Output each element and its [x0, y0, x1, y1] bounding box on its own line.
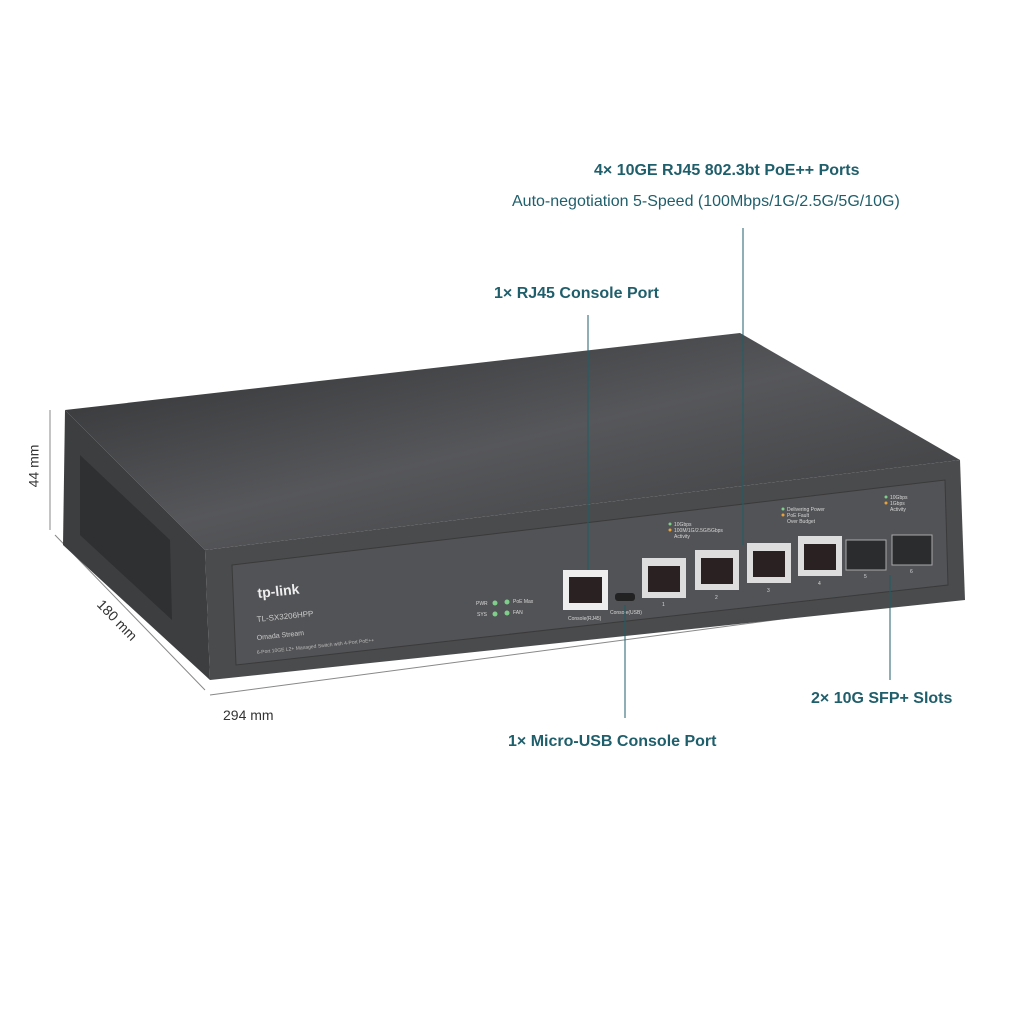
poe-ports-title: 4× 10GE RJ45 802.3bt PoE++ Ports — [594, 162, 860, 179]
sfp-slot-5 — [845, 539, 887, 571]
vent-grille — [80, 455, 172, 620]
poe-legend-amber-dot — [781, 513, 785, 517]
micro-usb-console-label: 1× Micro-USB Console Port — [508, 733, 717, 750]
speed-legend-activity: Activity — [674, 534, 690, 540]
sfp-legend-10g: 10Gbps — [890, 495, 908, 501]
led-pwr — [492, 600, 498, 606]
rj45-console-port — [563, 570, 608, 610]
led-sys-label: SYS — [477, 612, 488, 618]
led-poe-max — [504, 599, 510, 605]
poe-legend-over-budget: Over Budget — [787, 519, 816, 525]
sfp-legend-activity: Activity — [890, 507, 906, 513]
speed-legend-green-dot — [668, 522, 672, 526]
depth-dimension-line — [54, 534, 206, 691]
port-label-6: 6 — [910, 569, 913, 575]
poe-ports-subtitle: Auto-negotiation 5-Speed (100Mbps/1G/2.5… — [512, 193, 900, 210]
rj45-port-3 — [747, 543, 791, 583]
led-poe-max-label: PoE Max — [513, 599, 534, 605]
console-rj45-label: Console(RJ45) — [568, 616, 602, 622]
brand-logo: tp-link — [257, 581, 301, 601]
width-dimension-label: 294 mm — [223, 707, 274, 723]
poe-legend-fault: PoE Fault — [787, 513, 810, 519]
rj45-port-2 — [695, 550, 739, 590]
port-label-2: 2 — [715, 595, 718, 601]
rj45-console-label: 1× RJ45 Console Port — [494, 285, 659, 302]
poe-legend-delivering: Delivering Power — [787, 507, 825, 513]
speed-legend-amber-dot — [668, 528, 672, 532]
series-label: Omada Stream — [256, 630, 304, 642]
height-dimension-label: 44 mm — [25, 444, 42, 488]
led-sys — [492, 611, 498, 617]
led-fan — [504, 610, 510, 616]
micro-usb-port — [615, 593, 635, 601]
port-label-1: 1 — [662, 602, 665, 608]
switch-top-face — [65, 333, 960, 550]
sfp-legend-1g: 1Gbps — [890, 501, 905, 507]
led-pwr-label: PWR — [476, 601, 488, 607]
sfp-slot-6 — [891, 534, 933, 566]
rj45-port-1 — [642, 558, 686, 598]
sfp-legend-green-dot — [884, 495, 888, 499]
port-label-4: 4 — [818, 581, 821, 587]
poe-legend-green-dot — [781, 507, 785, 511]
sfp-legend-amber-dot — [884, 501, 888, 505]
speed-legend-10g: 10Gbps — [674, 522, 692, 528]
rj45-port-4 — [798, 536, 842, 576]
sfp-slots-label: 2× 10G SFP+ Slots — [811, 690, 953, 707]
console-usb-label: Console(USB) — [610, 610, 642, 616]
port-label-3: 3 — [767, 588, 770, 594]
speed-legend-multigig: 100M/1G/2.5G/5Gbps — [674, 528, 723, 534]
port-label-5: 5 — [864, 574, 867, 580]
led-fan-label: FAN — [513, 610, 523, 616]
